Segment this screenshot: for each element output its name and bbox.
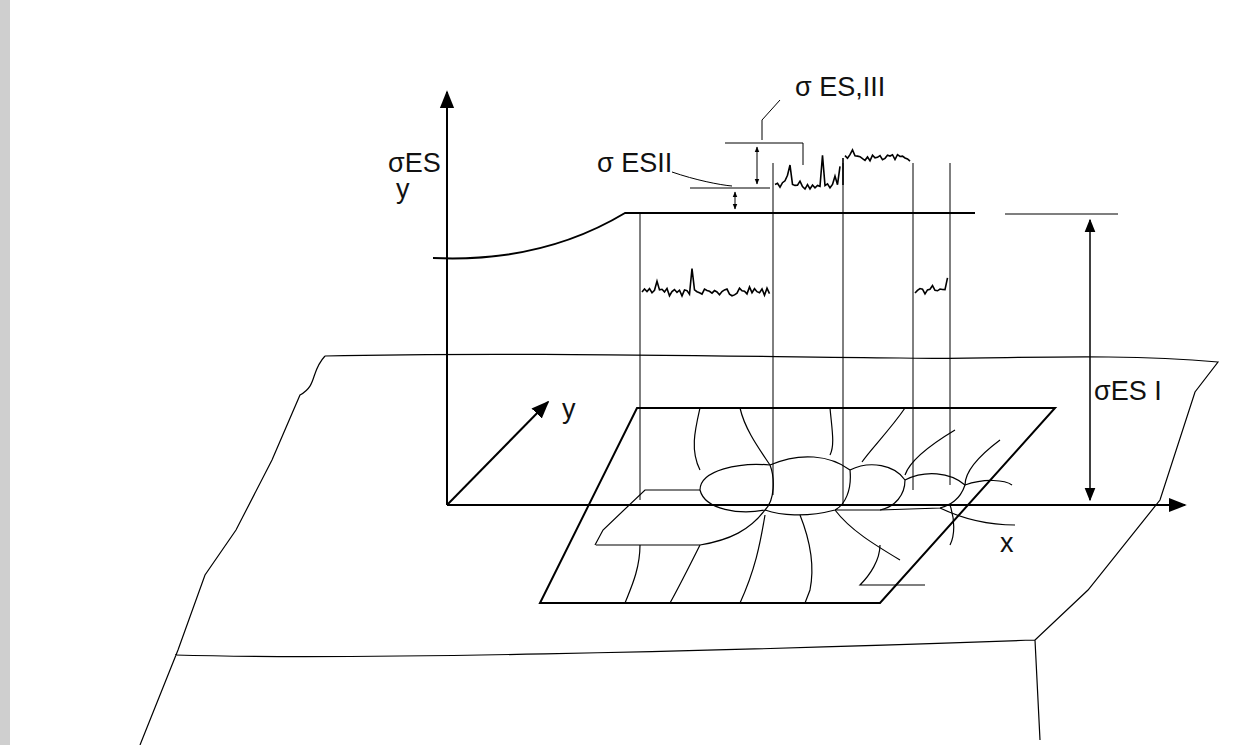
- workpiece-outline: [140, 354, 1218, 745]
- projection-lines: [640, 163, 950, 505]
- stress-fluctuation: [642, 150, 948, 296]
- type-i-stress-curve: [433, 213, 975, 258]
- stress-label: σES I: [1094, 378, 1162, 405]
- coordinate-axes: [447, 92, 1185, 505]
- frame-edge: [0, 0, 10, 745]
- stress-fluctuation-curve: [845, 150, 910, 161]
- stress-label: σ ES,III: [795, 74, 885, 101]
- axis-label: σES: [388, 150, 441, 177]
- dimension-arrow: [1089, 220, 1091, 500]
- axis-label: x: [1000, 530, 1014, 557]
- stress-step: [842, 158, 844, 185]
- stress-dimensions: [672, 100, 803, 209]
- stress-fluctuation-curve: [915, 278, 948, 294]
- stress-fluctuation-curve: [642, 269, 770, 296]
- stress-fluctuation-curve: [775, 155, 840, 189]
- axis-label: y: [396, 176, 410, 203]
- axis-label: y: [562, 396, 576, 423]
- stress-label: σ ESII: [597, 150, 672, 177]
- reference-line: [1005, 213, 1118, 214]
